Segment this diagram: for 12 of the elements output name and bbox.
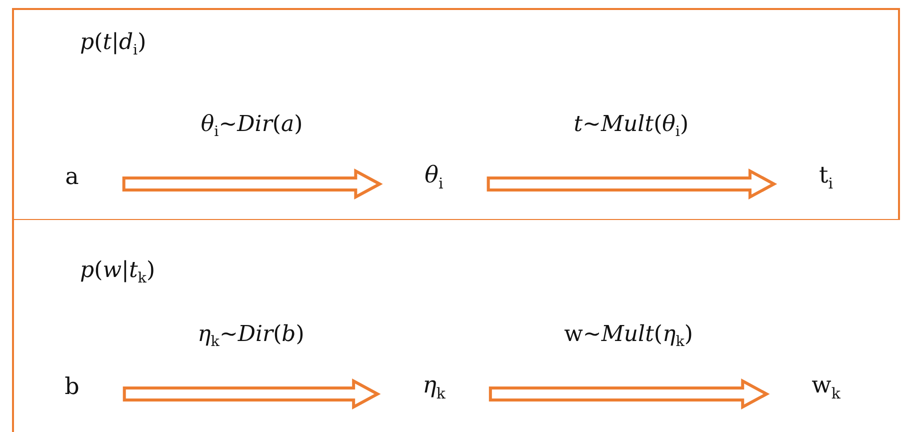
block-arrow (122, 378, 381, 410)
block-arrow (122, 168, 383, 200)
formula-heading: p(w|t$_{k}$) (80, 258, 156, 286)
variable: w$_{k}$ (812, 372, 840, 404)
block-arrow (488, 378, 770, 410)
variable: t$_{i}$ (818, 162, 834, 194)
variable: b (64, 374, 80, 402)
variable: θ$_{i}$ (424, 162, 444, 194)
variable: a (65, 164, 79, 192)
formula-heading: p(t|d$_{i}$) (80, 30, 146, 58)
variable: η$_{k}$ (422, 372, 446, 404)
block-arrow (486, 168, 778, 200)
